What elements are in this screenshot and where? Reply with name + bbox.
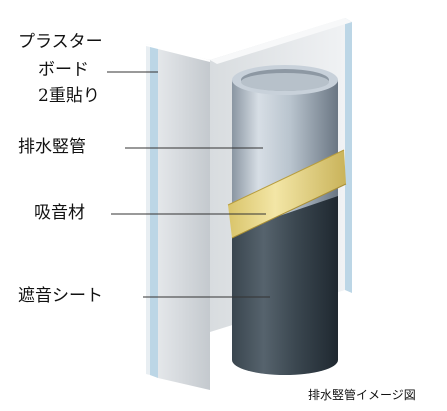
sound-insulation-sheet [232,196,338,375]
label-sound-absorber: 吸音材 [34,203,85,223]
label-plasterboard-line1: プラスター [18,32,103,52]
leader-lines [107,71,270,298]
label-drain-pipe: 排水竪管 [18,137,86,157]
figure-caption: 排水竪管イメージ図 [308,388,416,402]
label-plasterboard-line2: ボード [38,60,89,80]
label-plasterboard-line3: 2重貼り [38,86,100,106]
plasterboard-left-wall [146,44,210,390]
label-sound-insulation-sheet: 遮音シート [18,286,103,306]
sound-absorber-band [227,149,347,239]
